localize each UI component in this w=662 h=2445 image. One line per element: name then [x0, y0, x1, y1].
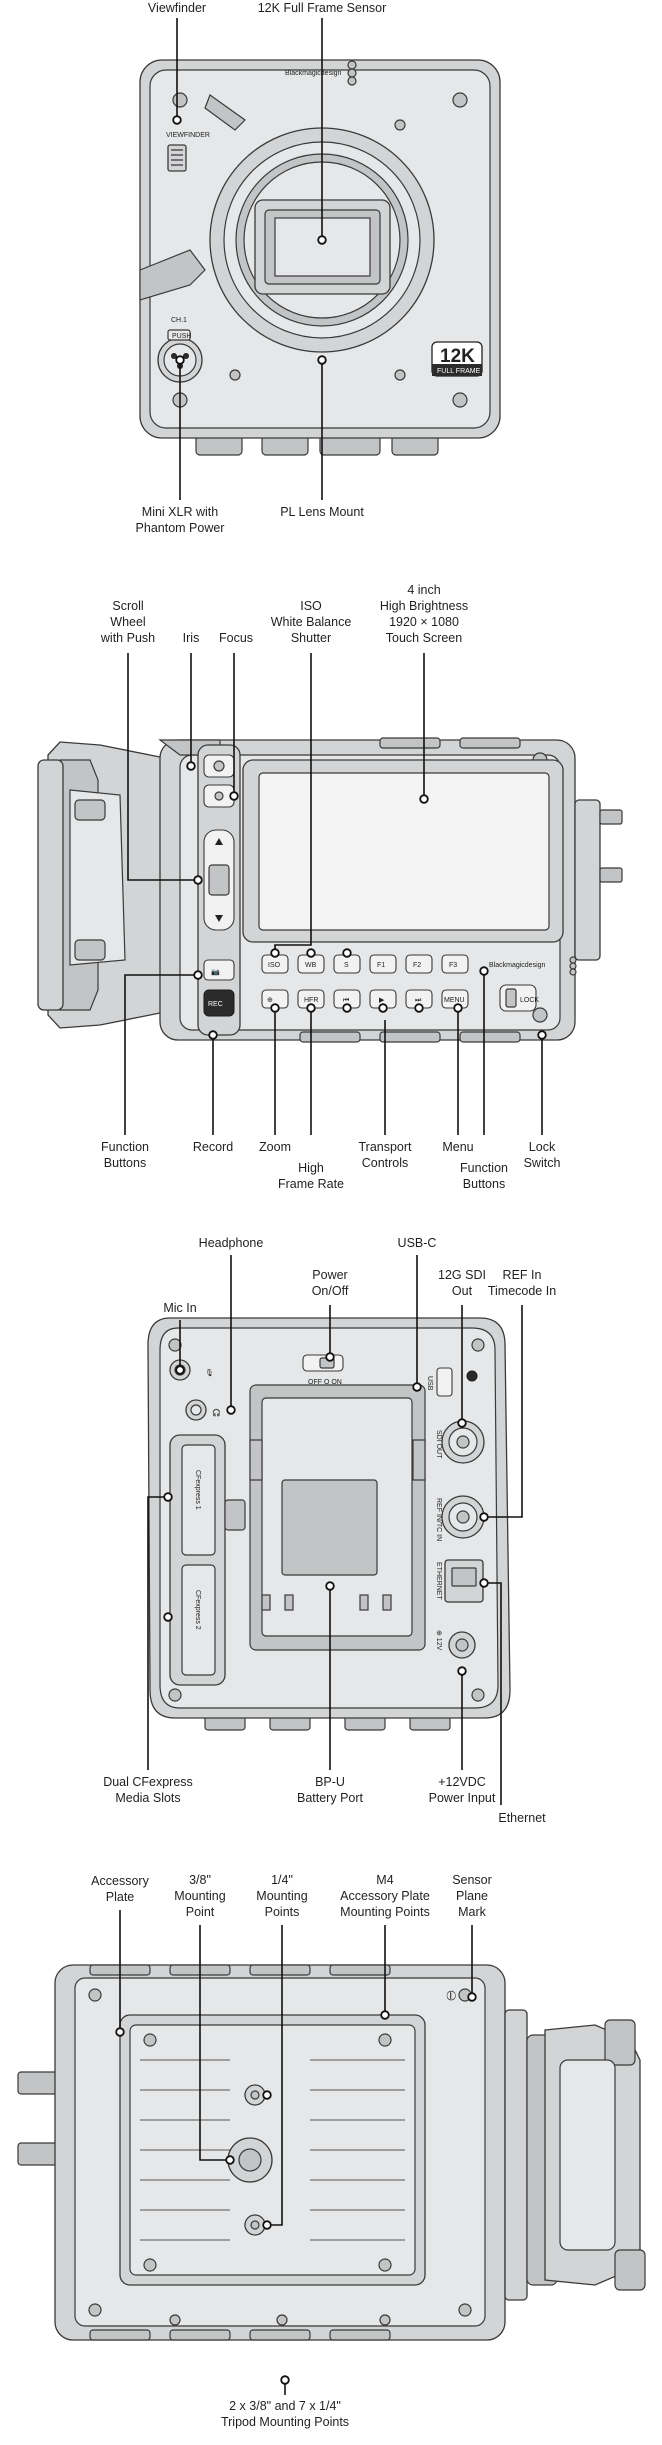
mic-in-label: Mic In [163, 1301, 197, 1315]
control-panel-markings: ISO WB S F1 F2 F3 ⊕ HFR ⏮ ▶ ⏭ MENU REC L… [208, 962, 546, 1008]
prev-clip-icon[interactable]: ⏮ [343, 997, 349, 1004]
12v-text: ⊕ 12V [435, 1630, 442, 1651]
bottom-view-camera [17, 1964, 646, 2341]
wb-button-text[interactable]: WB [305, 962, 317, 969]
side-brand-text: Blackmagicdesign [489, 962, 546, 969]
rear-view-camera [147, 1317, 511, 1731]
usb-c-label: USB-C [397, 1236, 437, 1250]
tripod-label: 2 x 3/8" and 7 x 1/4"Tripod Mounting Poi… [220, 2399, 350, 2429]
zoom-label: Zoom [259, 1140, 291, 1154]
headphone-label: Headphone [198, 1236, 264, 1250]
mic-icon: 🎙 [205, 1369, 214, 1377]
focus-label: Focus [218, 631, 254, 645]
record-label: Record [192, 1140, 234, 1154]
lock-text: LOCK [520, 997, 539, 1004]
front-view-camera [139, 59, 501, 456]
menu-button-text[interactable]: MENU [444, 997, 465, 1004]
full-frame-badge: FULL FRAME [437, 368, 481, 375]
viewfinder-port-label: VIEWFINDER [166, 132, 210, 139]
12k-badge: 12K [440, 346, 475, 367]
ethernet-text: ETHERNET [435, 1562, 442, 1600]
function-buttons-left-leader [124, 974, 196, 1135]
iso-button-text[interactable]: ISO [268, 962, 281, 969]
rec-button-text[interactable]: REC [208, 1001, 223, 1008]
cfexpress2-text: CFexpress 2 [194, 1590, 201, 1630]
pl-mount-label: PL Lens Mount [280, 505, 364, 519]
iris-label: Iris [182, 631, 200, 645]
menu-label: Menu [442, 1140, 474, 1154]
f1-button-text[interactable]: F1 [377, 962, 385, 969]
brand-text: Blackmagicdesign [285, 70, 342, 77]
camera-icon[interactable]: 📷 [211, 968, 220, 976]
zoom-icon[interactable]: ⊕ [267, 997, 273, 1004]
ch1-label: CH.1 [171, 317, 187, 324]
next-clip-icon[interactable]: ⏭ [415, 997, 422, 1004]
sensor-label: 12K Full Frame Sensor [257, 1, 387, 15]
scroll-wheel-leader [127, 653, 196, 881]
cfexpress1-text: CFexpress 1 [194, 1470, 201, 1510]
cfexpress-leader [147, 1496, 166, 1770]
sdi-out-text: SDI OUT [435, 1430, 442, 1459]
ref-in-leader [486, 1305, 523, 1518]
side-view-camera [37, 737, 623, 1043]
mount-38-leader [199, 1925, 228, 2161]
viewfinder-label: Viewfinder [147, 1, 207, 15]
play-icon[interactable]: ▶ [379, 997, 385, 1004]
ref-in-text: REF IN/TC IN [435, 1498, 442, 1541]
ethernet-label: Ethernet [498, 1811, 546, 1825]
ethernet-leader [486, 1582, 502, 1805]
f2-button-text[interactable]: F2 [413, 962, 421, 969]
f3-button-text[interactable]: F3 [449, 962, 457, 969]
sensor-plane-mark-icon: ⦶ [445, 1987, 456, 2003]
off-on-text: OFF O ON [308, 1379, 342, 1386]
push-label: PUSH [172, 333, 191, 340]
hfr-button-text[interactable]: HFR [304, 997, 318, 1004]
rear-markings: OFF O ON USB SDI OUT REF IN/TC IN ETHERN… [194, 1369, 442, 1651]
usb-text: USB [426, 1376, 433, 1391]
shutter-button-text[interactable]: S [344, 962, 349, 969]
headphone-icon: 🎧 [212, 1408, 221, 1417]
